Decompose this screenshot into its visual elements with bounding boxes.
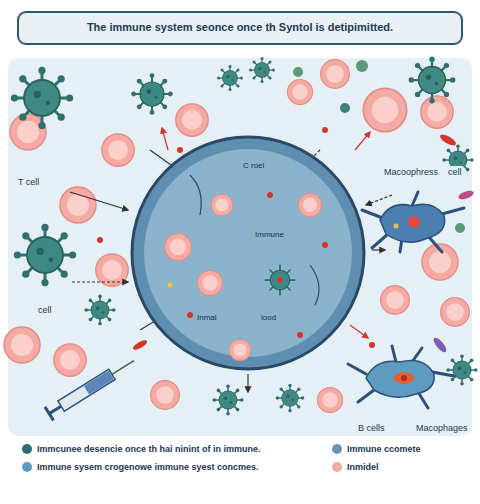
red-blood-cell [363, 88, 406, 131]
legend-text: Inmidel [347, 461, 379, 473]
region-text: C roel [242, 161, 265, 171]
particle [322, 127, 328, 133]
red-blood-cell [60, 187, 96, 223]
region-text: Inmal [196, 313, 218, 323]
virus [249, 57, 275, 83]
legend-swatch [332, 462, 342, 472]
arrow [70, 192, 128, 210]
cell-label: T cell [16, 176, 41, 188]
particle [356, 60, 368, 72]
arrow [72, 281, 128, 282]
virus [276, 384, 305, 413]
background-panel [8, 58, 472, 436]
particle [297, 332, 303, 338]
arrow [247, 374, 248, 392]
arrow [350, 325, 368, 338]
region-fill [144, 149, 352, 357]
red-blood-cell [421, 96, 453, 128]
red-blood-cell [197, 270, 222, 295]
particle [322, 242, 328, 248]
red-blood-cell [229, 339, 251, 361]
red-blood-cell [441, 298, 470, 327]
bacterium [457, 189, 474, 201]
region-text: lood [260, 313, 277, 323]
immune-region: C roelImmuneInmal lood [130, 135, 366, 371]
particle [187, 312, 193, 318]
filament [310, 265, 319, 305]
virus [265, 265, 296, 296]
bacterium [432, 336, 449, 354]
red-blood-cell [321, 60, 350, 89]
virus [409, 57, 456, 104]
bacterium [132, 338, 149, 351]
red-blood-cell [298, 193, 321, 216]
red-blood-cell [317, 387, 342, 412]
title-banner [18, 12, 462, 44]
arrow [355, 132, 370, 150]
red-blood-cell [102, 134, 134, 166]
cell-label: cell [446, 166, 464, 178]
legend-text: Immune ccomete [347, 443, 421, 455]
virus [212, 384, 243, 415]
legend-swatch [332, 444, 342, 454]
particle [267, 192, 273, 198]
red-blood-cell [287, 79, 312, 104]
cell-label: B cells [356, 422, 387, 434]
region-text: Immune [254, 230, 285, 240]
virus [11, 67, 73, 129]
virus [217, 65, 243, 91]
virus [84, 294, 115, 325]
arrow [162, 128, 168, 150]
bacterium [438, 132, 457, 147]
particle [97, 237, 103, 243]
virus [14, 224, 76, 286]
title: The immune system seonce once th Syntol … [87, 21, 393, 33]
macrophage [362, 192, 464, 252]
legend-swatch [22, 462, 32, 472]
red-blood-cell [96, 254, 128, 286]
red-blood-cell [176, 104, 208, 136]
arrow [372, 249, 385, 250]
region-outline [132, 137, 364, 369]
red-blood-cell [165, 234, 192, 261]
red-blood-cell [381, 286, 410, 315]
particle [369, 342, 375, 348]
filament [190, 175, 201, 215]
particle [455, 223, 465, 233]
cell-label: Macoophress [382, 166, 440, 178]
virus [446, 354, 477, 385]
syringe [45, 354, 138, 421]
region-shape [130, 135, 366, 371]
particle [168, 283, 173, 288]
cell-label: cell [36, 304, 54, 316]
legend-swatch [22, 444, 32, 454]
red-blood-cell [4, 327, 40, 363]
particle [293, 67, 303, 77]
red-blood-cell [54, 344, 86, 376]
cell-label: Macophages [414, 422, 470, 434]
red-blood-cell [211, 194, 233, 216]
particle [340, 103, 350, 113]
legend-text: Immcunee desencie once th hai ninint of … [37, 443, 261, 455]
legend-text: Immune sysem crogenowe immune syest conc… [37, 461, 259, 473]
particle [177, 147, 183, 153]
red-blood-cell [151, 381, 180, 410]
macrophage [348, 346, 454, 408]
arrow [366, 195, 392, 205]
virus [131, 73, 173, 115]
